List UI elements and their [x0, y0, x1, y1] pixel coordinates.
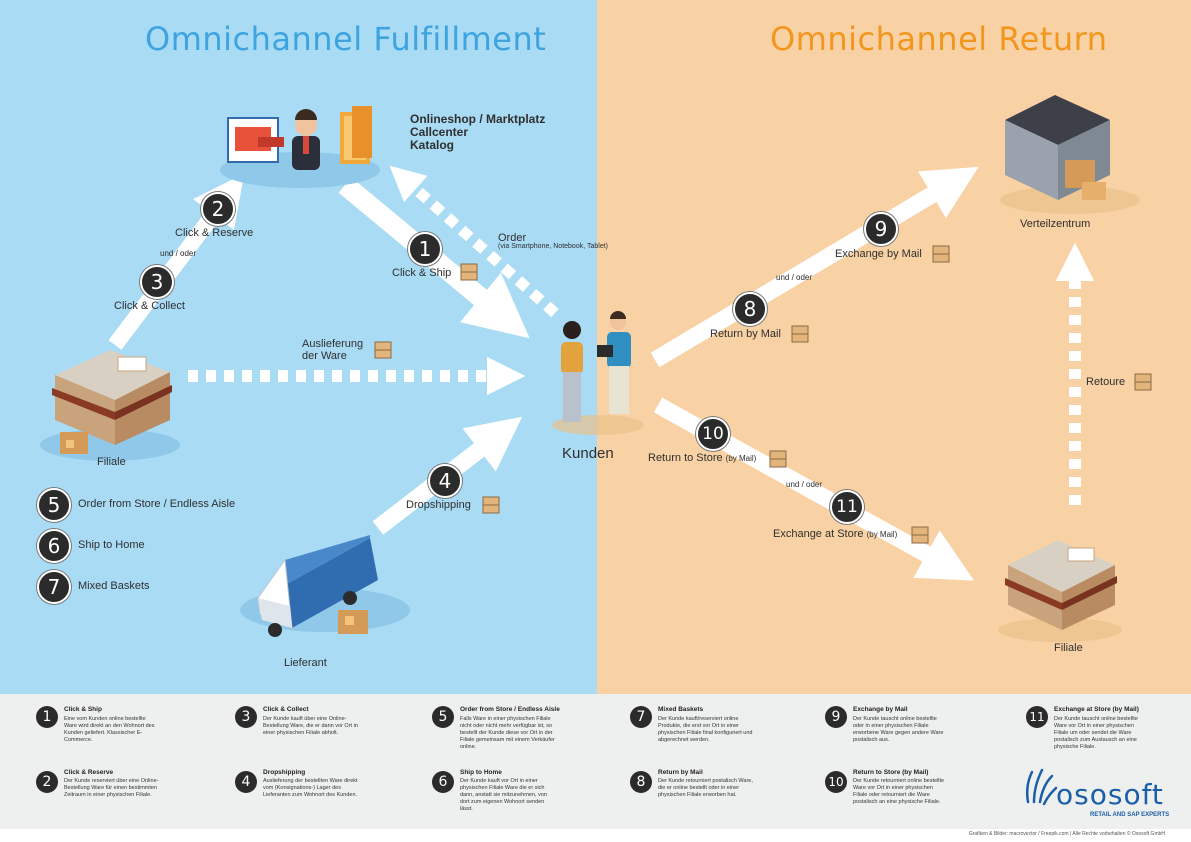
legend-text-6: Der Kunde kauft vor Ort in einer physisc…: [460, 778, 547, 812]
arrow-order: [389, 165, 559, 318]
fulfillment-title: Omnichannel Fulfillment: [145, 20, 547, 58]
legend-text-11: Der Kunde tauscht online bestellte Ware …: [1054, 716, 1138, 750]
legend-text-2: Der Kunde reserviert über eine Online-Be…: [64, 778, 159, 798]
label-retoure: Retoure: [1086, 376, 1126, 388]
legend-badge-7: 7: [630, 706, 652, 728]
legend-title-2: Click & Reserve: [64, 769, 114, 776]
flow-graphics: [40, 95, 1152, 642]
legend-text-10: Der Kunde retourniert online bestellte W…: [853, 778, 945, 805]
label-return-store: Return to Store (by Mail): [648, 452, 756, 464]
badge-3: 3: [140, 265, 174, 299]
label-filiale-left: Filiale: [97, 456, 126, 468]
label-return-store-text: Return to Store: [648, 452, 723, 464]
badge-4: 4: [428, 464, 462, 498]
label-auslieferung-2: der Ware: [302, 350, 347, 362]
badge-2: 2: [201, 192, 235, 226]
footer-strip: Grafiken & Bilder: macrovector / Freepik…: [0, 829, 1191, 842]
label-click-collect: Click & Collect: [114, 300, 185, 312]
return-title: Omnichannel Return: [770, 20, 1108, 58]
channels-illustration: [220, 106, 380, 188]
filiale-right-illustration: [998, 540, 1122, 642]
label-und-oder-3: und / oder: [786, 480, 823, 489]
label-lieferant: Lieferant: [284, 657, 327, 669]
lieferant-illustration: [240, 535, 410, 637]
label-filiale-right: Filiale: [1054, 642, 1083, 654]
legend-panel: 1 Click & Ship Eine vom Kunden online be…: [0, 694, 1191, 829]
footer-credits: Grafiken & Bilder: macrovector / Freepik…: [968, 831, 1165, 837]
badge-7: 7: [37, 570, 71, 604]
legend-title-4: Dropshipping: [263, 769, 306, 776]
legend-badge-2: 2: [36, 771, 58, 793]
legend-title-3: Click & Collect: [263, 706, 309, 713]
label-order-from-store: Order from Store / Endless Aisle: [78, 498, 236, 510]
legend-title-8: Return by Mail: [658, 769, 703, 776]
label-mixed-baskets: Mixed Baskets: [78, 580, 150, 592]
legend-title-11: Exchange at Store (by Mail): [1054, 706, 1139, 713]
label-und-oder-1: und / oder: [160, 249, 197, 258]
legend-title-7: Mixed Baskets: [658, 706, 704, 713]
legend-text-1: Eine vom Kunden online bestellte Ware wi…: [64, 716, 155, 743]
badge-10: 10: [696, 417, 730, 451]
arrow-return-mail: [650, 166, 979, 368]
label-kunden: Kunden: [562, 445, 614, 462]
legend-text-5: Falls Ware in einer physischen Filiale n…: [460, 716, 555, 750]
label-order: Order: [498, 232, 527, 244]
label-exchange-mail: Exchange by Mail: [835, 248, 922, 260]
legend-text-7: Der Kunde kauft/reserviert online Produk…: [658, 716, 753, 743]
label-exchange-store: Exchange at Store (by Mail): [773, 528, 897, 540]
badge-11: 11: [830, 490, 864, 524]
legend-badge-8: 8: [630, 771, 652, 793]
badge-1: 1: [408, 232, 442, 266]
label-auslieferung-1: Auslieferung: [302, 338, 364, 350]
badge-8: 8: [733, 292, 767, 326]
brand-name: ososoft: [1056, 778, 1164, 811]
legend-title-1: Click & Ship: [64, 706, 102, 713]
legend-badge-9: 9: [825, 706, 847, 728]
label-verteilzentrum: Verteilzentrum: [1020, 218, 1091, 230]
legend-text-9: Der Kunde tauscht online bestellte oder …: [853, 716, 944, 743]
package-icons: [374, 245, 1152, 544]
ososoft-hand-logo: [1025, 768, 1058, 806]
legend-text-3: Der Kunde kauft über eine Online-Bestell…: [263, 716, 358, 736]
filiale-left-illustration: [40, 350, 180, 461]
channel-onlineshop: Onlineshop / Marktplatz: [410, 112, 546, 126]
legend-title-9: Exchange by Mail: [853, 706, 908, 713]
label-dropshipping: Dropshipping: [406, 499, 471, 511]
label-exchange-store-text: Exchange at Store: [773, 528, 864, 540]
legend-badge-5: 5: [432, 706, 454, 728]
legend-title-6: Ship to Home: [460, 769, 502, 776]
channel-callcenter: Callcenter: [410, 125, 469, 139]
label-ship-to-home: Ship to Home: [78, 539, 145, 551]
label-return-mail: Return by Mail: [710, 328, 781, 340]
label-exchange-store-suffix: (by Mail): [866, 530, 898, 539]
legend-badge-4: 4: [235, 771, 257, 793]
legend-badge-10: 10: [825, 771, 847, 793]
legend-badge-3: 3: [235, 706, 257, 728]
verteilzentrum-illustration: [1000, 95, 1140, 214]
legend-text-4: Auslieferung der bestellten Ware direkt …: [263, 778, 358, 798]
legend-title-5: Order from Store / Endless Aisle: [460, 706, 560, 713]
badge-9: 9: [864, 212, 898, 246]
brand-tagline: RETAIL AND SAP EXPERTS: [1090, 812, 1170, 818]
legend-badge-1: 1: [36, 706, 58, 728]
label-click-reserve: Click & Reserve: [175, 227, 254, 239]
legend-badge-6: 6: [432, 771, 454, 793]
label-order-sub: (via Smartphone, Notebook, Tablet): [498, 243, 608, 250]
legend-title-10: Return to Store (by Mail): [853, 769, 929, 776]
label-return-store-suffix: (by Mail): [725, 454, 757, 463]
kunden-illustration: [552, 311, 644, 435]
label-und-oder-2: und / oder: [776, 273, 813, 282]
badge-6: 6: [37, 529, 71, 563]
legend-badge-11: 11: [1026, 706, 1048, 728]
channel-katalog: Katalog: [410, 138, 455, 152]
label-click-ship: Click & Ship: [392, 267, 452, 279]
legend-text-8: Der Kunde retourniert postalisch Ware, d…: [658, 778, 753, 798]
badge-5: 5: [37, 488, 71, 522]
